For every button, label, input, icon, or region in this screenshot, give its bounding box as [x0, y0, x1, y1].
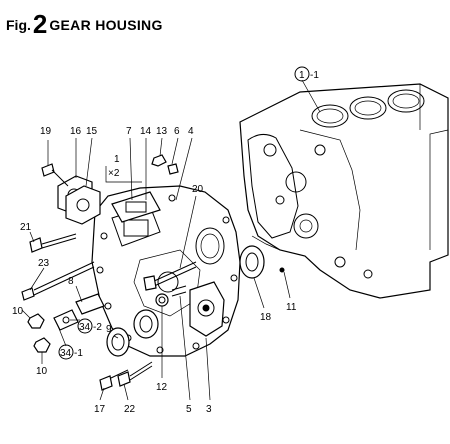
callout-14: 14	[140, 126, 152, 137]
callout-1-1-number: 1	[299, 70, 305, 81]
callout-12: 12	[156, 382, 168, 393]
callout-labels: 1 -1 19 16 15 7 14 13 6 4 1 ×2 20 21 23 …	[12, 66, 319, 415]
bolt-20	[143, 261, 197, 291]
callout-11: 11	[286, 302, 297, 313]
callout-18: 18	[260, 312, 272, 323]
top-plate	[111, 191, 161, 223]
bolt-17	[99, 369, 129, 391]
nut-13	[151, 154, 167, 167]
callout-1: 1	[114, 154, 120, 165]
callout-13: 13	[156, 126, 168, 137]
nut-10a	[27, 313, 45, 329]
callout-10a: 10	[12, 306, 24, 317]
callout-21: 21	[20, 222, 32, 233]
bolt-19	[41, 163, 69, 187]
bolt-22	[117, 361, 153, 387]
callout-10b: 10	[36, 366, 48, 377]
callout-9: 9	[106, 324, 112, 335]
callout-8: 8	[68, 276, 74, 287]
bolt-21	[29, 233, 77, 253]
figure-prefix: Fig.	[6, 17, 31, 33]
callout-7: 7	[126, 126, 132, 137]
callout-6: 6	[174, 126, 180, 137]
callout-34-1: -1	[74, 348, 83, 359]
callout-4: 4	[188, 126, 194, 137]
callout-1-1-suffix: -1	[310, 70, 319, 81]
figure-title-text: GEAR HOUSING	[49, 17, 163, 33]
callout-20: 20	[192, 184, 204, 195]
pin-11	[279, 267, 285, 273]
callout-34b: 34	[60, 348, 72, 359]
stud-6	[167, 163, 179, 175]
callout-17: 17	[94, 404, 106, 415]
oil-seal-18	[239, 245, 265, 279]
callout-19: 19	[40, 126, 52, 137]
callout-23: 23	[38, 258, 50, 269]
callout-x2: ×2	[108, 168, 120, 179]
callout-3: 3	[206, 404, 212, 415]
pump-assembly	[155, 281, 225, 337]
callout-34-2: -2	[93, 322, 102, 333]
figure-number: 2	[32, 9, 48, 39]
callout-circle-34b	[58, 344, 74, 360]
callout-circle-34a	[77, 318, 93, 334]
fitting-8	[53, 293, 105, 331]
leader-lines	[21, 79, 321, 401]
callout-16: 16	[70, 126, 82, 137]
callout-15: 15	[86, 126, 98, 137]
nut-10b	[33, 337, 51, 353]
bolt-23	[21, 261, 95, 301]
callout-34a: 34	[79, 322, 91, 333]
cover-plate	[57, 175, 101, 225]
callout-5: 5	[186, 404, 192, 415]
engine-block	[239, 83, 449, 299]
callout-circle-1	[294, 66, 310, 82]
oil-seal-9	[106, 309, 159, 357]
callout-22: 22	[124, 404, 136, 415]
